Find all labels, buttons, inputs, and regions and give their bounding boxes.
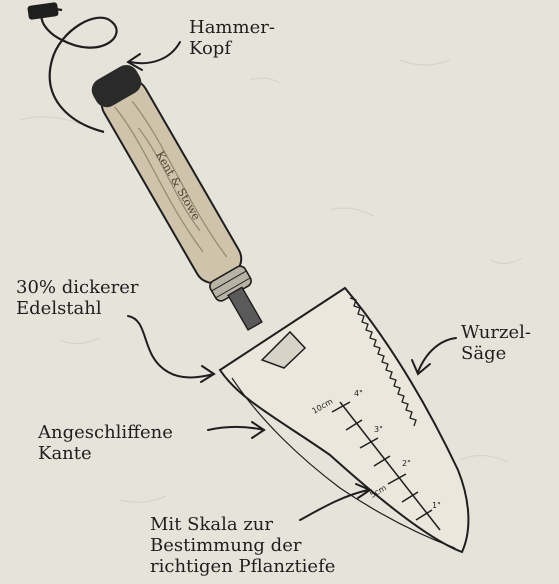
label-thicker-steel: 30% dickerer Edelstahl [16,277,139,319]
scale-label-3in: 3" [374,425,383,434]
arrow-edge-head [252,422,264,438]
arrow-saw [418,338,456,372]
scale-label-2in: 2" [402,459,411,468]
arrow-edge [208,427,264,430]
label-planting-scale: Mit Skala zur Bestimmung der richtigen P… [150,514,335,577]
label-root-saw: Wurzel- Säge [461,322,531,364]
scale-label-1in: 1" [432,501,441,510]
shank [228,287,262,330]
arrow-steel [128,316,214,378]
trowel-blade [220,288,468,552]
cord-tip [27,2,59,20]
label-hammer-head: Hammer- Kopf [189,17,275,59]
scale-label-4in: 4" [354,389,363,398]
label-sharpened-edge: Angeschliffene Kante [38,422,173,464]
arrow-hammer [130,42,180,63]
